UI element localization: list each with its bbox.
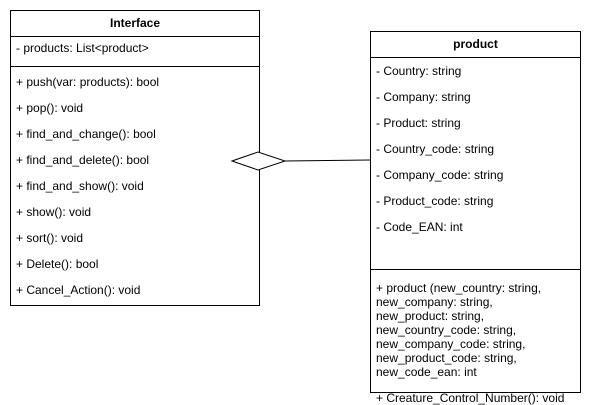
interface-operation-delete: + Delete(): bool [16, 257, 99, 271]
product-constructor-line: new_company: string, [376, 295, 493, 309]
product-attribute-country-code: - Country_code: string [376, 142, 495, 156]
product-attribute-country: - Country: string [376, 64, 462, 78]
product-constructor-line: new_country_code: string, [376, 323, 517, 337]
interface-operation-pop: + pop(): void [16, 101, 84, 115]
product-attribute-product-code: - Product_code: string [376, 194, 494, 208]
interface-operation-find-and-delete: + find_and_delete(): bool [16, 153, 150, 167]
product-class-box: product - Country: string - Company: str… [370, 31, 581, 405]
product-attribute-company: - Company: string [376, 90, 471, 104]
product-operations: + product (new_country: string, new_comp… [371, 270, 580, 405]
product-operation-creature-control-number: + Creature_Control_Number(): void [376, 391, 565, 405]
product-attribute-company-code: - Company_code: string [376, 168, 504, 182]
operations-spacer [371, 379, 580, 391]
interface-operation-show: + show(): void [16, 205, 92, 219]
interface-operation-find-and-change: + find_and_change(): bool [16, 127, 156, 141]
interface-class-box: Interface - products: List<product> + pu… [10, 10, 260, 306]
interface-operation-cancel-action: + Cancel_Action(): void [16, 283, 141, 297]
interface-operation-find-and-show: + find_and_show(): void [16, 179, 144, 193]
interface-operation-push: + push(var: products): bool [16, 75, 160, 89]
product-constructor-line: new_product_code: string, [376, 351, 517, 365]
interface-attributes: - products: List<product> [11, 37, 259, 67]
interface-attribute-products: - products: List<product> [16, 41, 149, 55]
product-class-title: product [371, 32, 580, 58]
product-attribute-code-ean: - Code_EAN: int [376, 220, 463, 234]
product-constructor-line: new_company_code: string, [376, 337, 526, 351]
product-attributes: - Country: string - Company: string - Pr… [371, 58, 580, 270]
product-constructor-line: + product (new_country: string, [376, 281, 542, 295]
interface-operations: + push(var: products): bool + pop(): voi… [11, 67, 259, 303]
interface-class-title: Interface [11, 11, 259, 37]
aggregation-line [284, 159, 371, 162]
interface-operation-sort: + sort(): void [16, 231, 84, 245]
product-constructor-line: new_product: string, [376, 309, 485, 323]
product-constructor-line: new_code_ean: int [376, 365, 477, 379]
product-attribute-product: - Product: string [376, 116, 461, 130]
